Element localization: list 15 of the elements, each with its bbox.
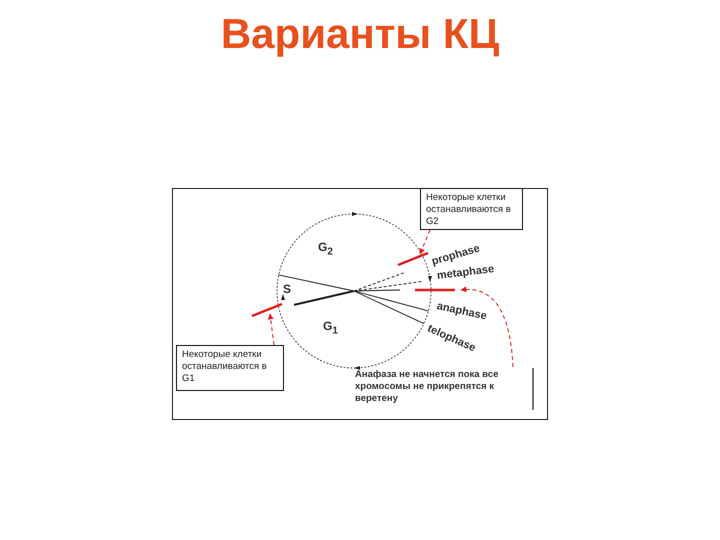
leader-arrow (460, 286, 514, 368)
leader-arrow (419, 230, 430, 255)
note-box: Некоторые клетки останавливаются в G1 (176, 345, 284, 391)
phase-label: metaphase (436, 263, 495, 282)
phase-label: S (283, 282, 292, 296)
leader-arrow (268, 313, 274, 346)
phase-label: G$_{1}$ (323, 319, 338, 336)
note-text: Анафаза не начнется пока все хромосомы не прикрепятся к веретену (355, 369, 505, 407)
checkpoint-bar (415, 288, 455, 292)
note-box: Некоторые клетки останавливаются в G2 (420, 188, 523, 230)
title: Варианты КЦ (220, 10, 500, 58)
phase-label: anaphase (436, 300, 488, 322)
checkpoint-bar (398, 252, 428, 266)
checkpoint-bar (252, 303, 282, 317)
phase-label: G$_{2}$ (318, 240, 333, 258)
